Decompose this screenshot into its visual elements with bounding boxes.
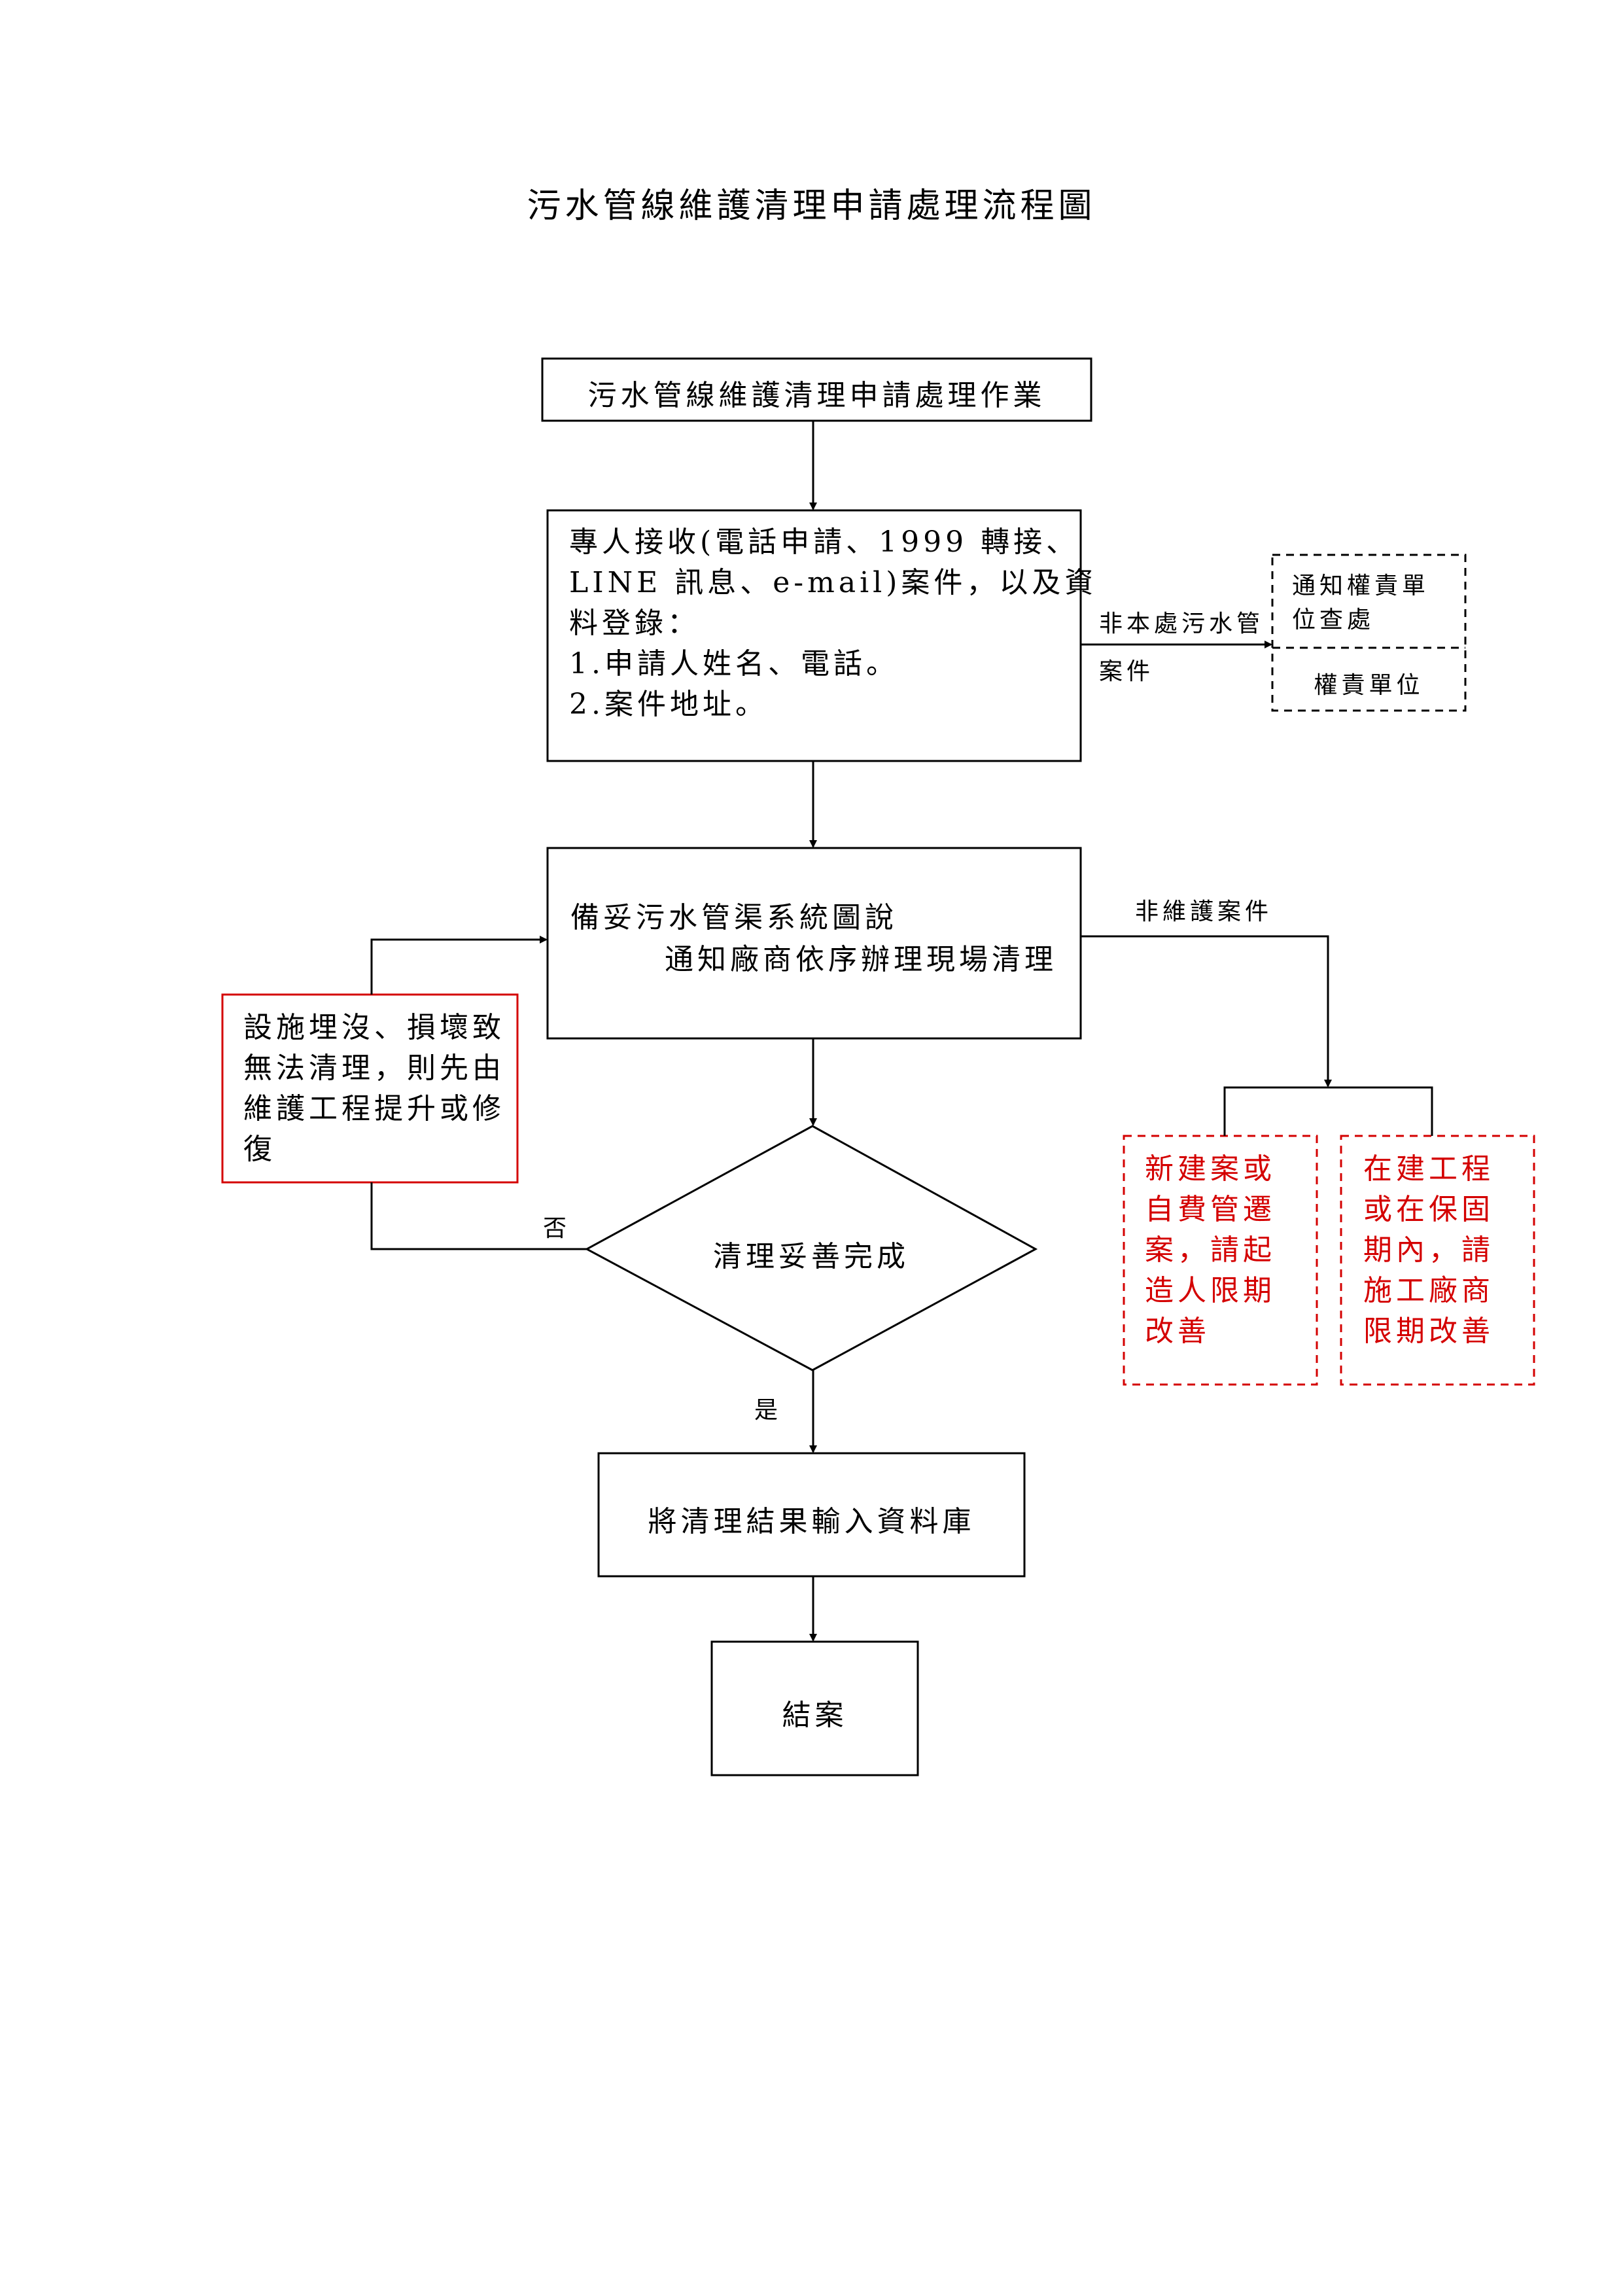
edge-label-yes: 是 xyxy=(754,1397,782,1424)
new-case-line: 案，請起 xyxy=(1145,1233,1276,1267)
line-decision-no xyxy=(370,1182,587,1250)
new-case-line: 新建案或 xyxy=(1145,1152,1276,1186)
in-construction-line: 期內，請 xyxy=(1363,1233,1494,1267)
repair-line: 無法清理，則先由 xyxy=(243,1051,505,1085)
in-construction-line: 施工廠商 xyxy=(1363,1274,1494,1307)
new-case-box xyxy=(1123,1135,1318,1386)
prepare-line-2: 通知廠商依序辦理現場清理 xyxy=(665,943,1057,976)
repair-line: 維護工程提升或修 xyxy=(243,1092,505,1125)
prepare-line-1: 備妥污水管渠系統圖說 xyxy=(570,901,898,934)
in-construction-line: 在建工程 xyxy=(1363,1152,1494,1186)
repair-text: 設施埋沒、損壞致 無法清理，則先由 維護工程提升或修 復 xyxy=(243,1008,505,1170)
record-label: 將清理結果輸入資料庫 xyxy=(648,1505,975,1538)
new-case-line: 自費管遷 xyxy=(1145,1193,1276,1226)
repair-line: 設施埋沒、損壞致 xyxy=(243,1011,505,1044)
edge-label-no: 否 xyxy=(543,1215,571,1242)
new-case-line: 改善 xyxy=(1145,1315,1210,1348)
start-box xyxy=(541,357,1092,422)
record-box xyxy=(597,1452,1026,1578)
notify-authority-sub: 權責單位 xyxy=(1314,672,1424,699)
new-case-text: 新建案或 自費管遷 案，請起 造人限期 改善 xyxy=(1145,1149,1276,1352)
page-title: 污水管線維護清理申請處理流程圖 xyxy=(527,186,1096,226)
intake-line: 2.案件地址。 xyxy=(569,688,768,721)
in-construction-line: 限期改善 xyxy=(1363,1315,1494,1348)
notify-authority-line: 通知權責單 xyxy=(1292,573,1430,599)
in-construction-line: 或在保固 xyxy=(1363,1193,1494,1226)
start-label: 污水管線維護清理申請處理作業 xyxy=(587,379,1046,412)
arrow-prepare-to-branches xyxy=(1081,935,1332,1087)
arrow-repair-to-prepare xyxy=(370,936,548,995)
close-label: 結案 xyxy=(782,1699,848,1732)
close-box xyxy=(710,1640,919,1776)
edge-label-not-our-line-2: 案件 xyxy=(1099,658,1155,685)
edge-label-not-maintenance: 非維護案件 xyxy=(1135,898,1273,925)
notify-authority-line: 位查處 xyxy=(1292,607,1375,633)
in-construction-text: 在建工程 或在保固 期內，請 施工廠商 限期改善 xyxy=(1363,1149,1494,1352)
branch-bracket xyxy=(1223,1086,1433,1136)
new-case-line: 造人限期 xyxy=(1145,1274,1276,1307)
decision-label: 清理妥善完成 xyxy=(713,1240,909,1273)
repair-box xyxy=(221,993,519,1184)
notify-authority-box xyxy=(1271,554,1467,712)
repair-line: 復 xyxy=(243,1133,276,1166)
intake-line: LINE 訊息、e-mail)案件，以及資 xyxy=(569,566,1098,599)
intake-line: 專人接收(電話申請、1999 轉接、 xyxy=(569,525,1079,559)
edge-label-not-our-line: 非本處污水管 xyxy=(1099,610,1265,637)
intake-line: 1.申請人姓名、電話。 xyxy=(569,647,899,680)
intake-text: 專人接收(電話申請、1999 轉接、 LINE 訊息、e-mail)案件，以及資… xyxy=(569,522,1097,725)
intake-line: 料登錄： xyxy=(569,607,700,640)
in-construction-box xyxy=(1340,1135,1535,1386)
